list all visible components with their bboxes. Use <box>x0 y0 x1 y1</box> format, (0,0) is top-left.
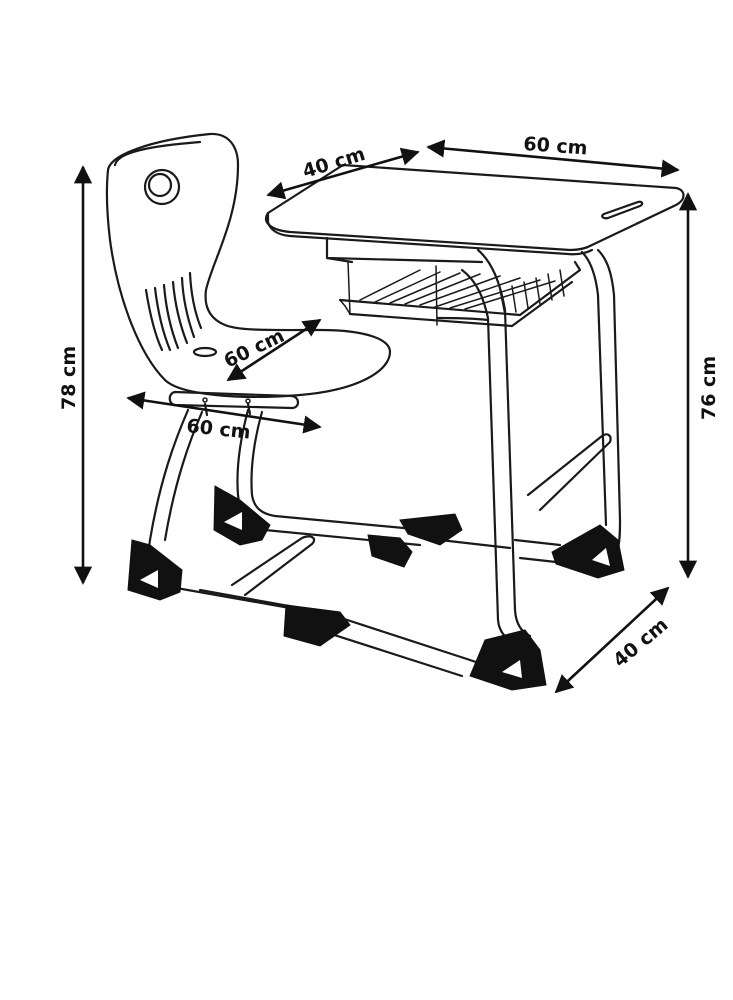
label-desk-width: 60 cm <box>523 133 589 159</box>
wire-basket <box>338 260 582 328</box>
arrow-base-depth <box>554 586 670 694</box>
glide-feet <box>127 485 625 691</box>
label-seat-width: 60 cm <box>185 415 251 444</box>
arrow-seat-width <box>126 391 322 434</box>
dimension-lines <box>73 139 698 694</box>
arrow-seat-depth <box>226 318 322 382</box>
arrow-desk-width <box>426 139 680 178</box>
arrow-desk-depth <box>266 147 420 200</box>
label-desk-height: 76 cm <box>698 356 720 420</box>
label-seat-depth: 60 cm <box>221 325 288 373</box>
label-chair-height: 78 cm <box>58 346 80 410</box>
label-base-depth: 40 cm <box>609 614 672 672</box>
